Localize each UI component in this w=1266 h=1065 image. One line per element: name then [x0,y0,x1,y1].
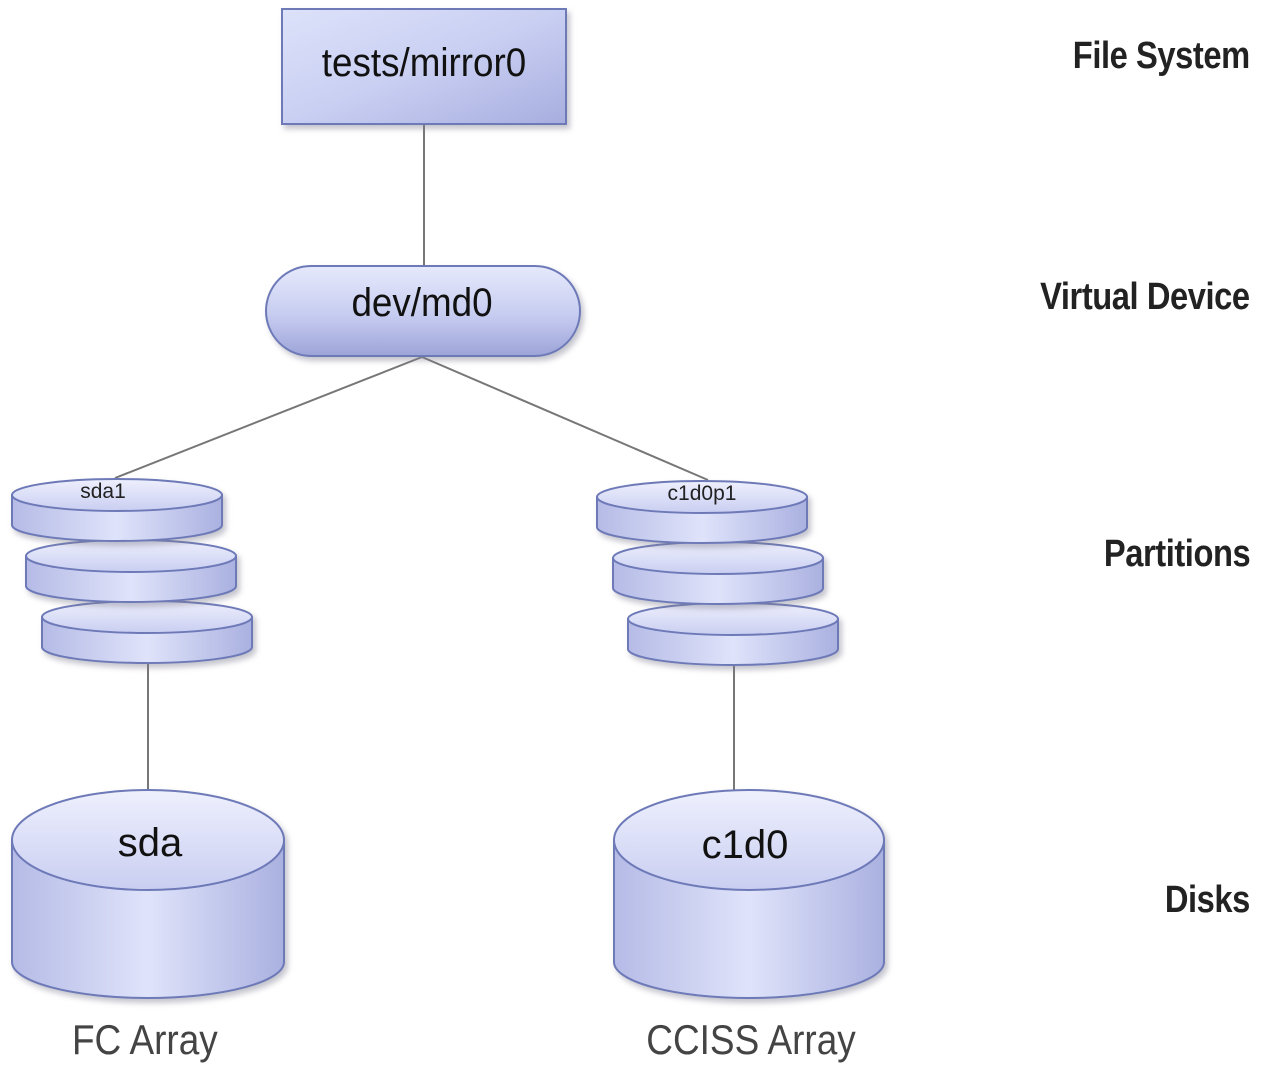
filesystem-label: tests/mirror0 [322,41,526,86]
right-disk-label: c1d0 [702,823,789,867]
layer-label-disks: Disks [1164,879,1250,921]
right-partition-stack [596,480,839,666]
right-partition-disc-3 [627,602,839,666]
left-disk-node [11,789,285,999]
left-partition-disc-1 [11,478,223,542]
connectors [114,124,735,797]
right-partition-disc-1 [596,480,808,544]
left-partition-disc-2 [25,539,237,603]
virtual-device-label: dev/md0 [351,281,492,326]
filesystem-node [281,8,567,125]
left-array-label: FC Array [71,1016,218,1063]
right-partition-label: c1d0p1 [668,482,737,505]
connector-md-to-left-partition [114,356,423,479]
right-disk-node [613,789,885,999]
left-disk-label: sda [118,821,183,865]
right-partition-disc-2 [612,541,824,605]
layer-label-file-system: File System [1073,35,1250,77]
left-partition-disc-3 [41,600,253,664]
left-partition-stack [11,478,253,664]
virtual-device-node [265,265,581,357]
left-partition-label: sda1 [80,480,126,503]
right-array-label: CCISS Array [646,1016,856,1063]
connector-md-to-right-partition [421,356,709,481]
layer-label-virtual-device: Virtual Device [1040,276,1250,318]
layer-label-partitions: Partitions [1103,533,1251,575]
